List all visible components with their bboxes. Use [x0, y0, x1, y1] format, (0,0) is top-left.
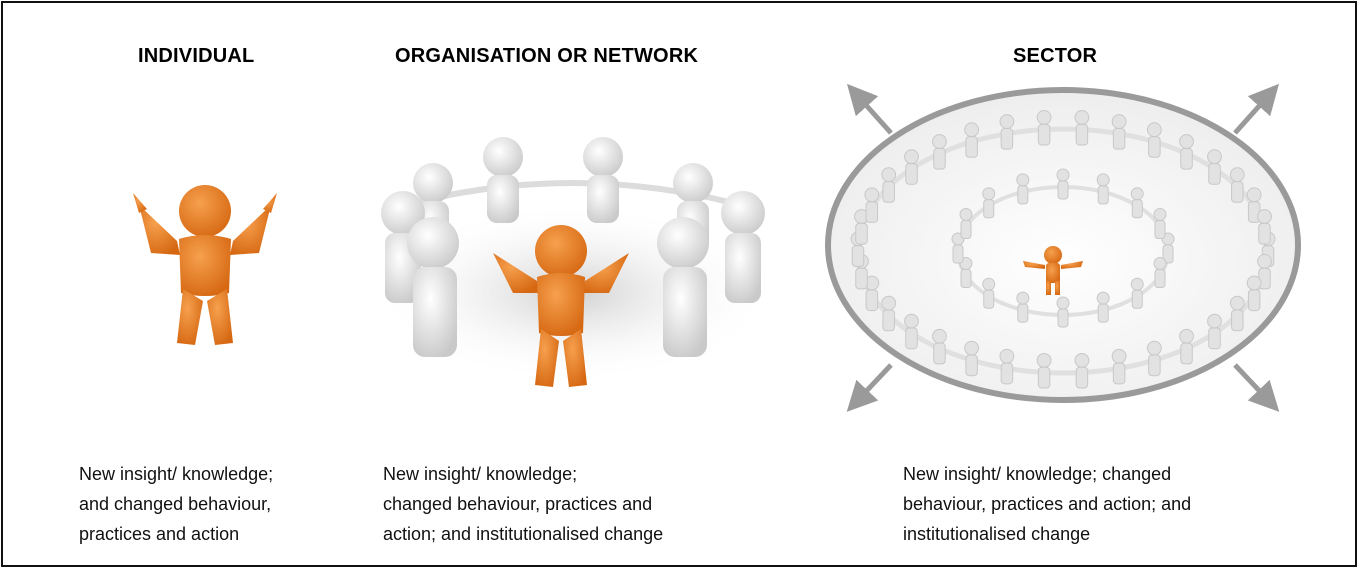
grey-person-icon	[959, 208, 973, 240]
grey-person-icon	[1179, 328, 1194, 365]
description-line: New insight/ knowledge; changed	[903, 464, 1172, 484]
grey-person-icon	[1246, 275, 1262, 312]
grey-person-icon	[1146, 122, 1162, 158]
grey-person-icon	[1036, 352, 1052, 389]
description-line: behaviour, practices and action; and	[903, 494, 1192, 514]
grey-person-icon	[854, 209, 869, 245]
grey-person-icon	[1207, 149, 1222, 185]
description-line: action; and institutionalised change	[383, 524, 664, 544]
description-line: New insight/ knowledge;	[79, 464, 274, 484]
grey-person-icon	[1229, 295, 1245, 332]
grey-person-icon	[1056, 296, 1070, 328]
description-line: New insight/ knowledge;	[383, 464, 578, 484]
grey-person-icon	[1016, 173, 1030, 205]
grey-person-icon	[864, 275, 880, 312]
grey-person-icon	[1096, 173, 1110, 205]
grey-person-icon	[881, 295, 897, 332]
diagonal-arrow-icon	[1233, 363, 1280, 412]
diagonal-arrow-icon	[846, 83, 893, 135]
diagonal-arrow-icon	[1233, 83, 1280, 135]
grey-person-icon	[1016, 291, 1030, 323]
description-line: institutionalised change	[903, 524, 1091, 544]
grey-person-icon	[1153, 256, 1167, 288]
panel-heading: INDIVIDUAL	[138, 45, 255, 67]
grey-person-icon	[1111, 348, 1127, 385]
grey-person-icon	[1207, 313, 1222, 350]
grey-person-icon	[1130, 277, 1144, 309]
panel-heading: ORGANISATION OR NETWORK	[395, 45, 699, 67]
concentric-people-rings-icon	[825, 83, 1301, 412]
grey-person-icon	[904, 313, 919, 350]
grey-person-icon	[1056, 168, 1070, 200]
panel-individual: INDIVIDUAL New insight/ knowledge; and c…	[3, 3, 343, 565]
people-circle-icon	[373, 137, 773, 387]
panel-description: New insight/ knowledge; and changed beha…	[79, 459, 273, 549]
grey-person-icon	[1146, 340, 1162, 377]
description-line: changed behaviour, practices and	[383, 494, 653, 514]
grey-person-icon	[982, 187, 996, 219]
grey-person-icon	[1096, 291, 1110, 323]
grey-person-icon	[904, 149, 919, 185]
panel-description: New insight/ knowledge; changed behaviou…	[383, 459, 663, 549]
panel-description: New insight/ knowledge; changed behaviou…	[903, 459, 1191, 549]
grey-person-icon	[881, 167, 897, 203]
grey-person-icon	[1074, 110, 1090, 146]
grey-person-icon	[1153, 208, 1167, 240]
grey-person-icon	[1111, 114, 1127, 150]
panel-heading: SECTOR	[1013, 45, 1098, 67]
diagonal-arrow-icon	[846, 363, 893, 412]
grey-person-icon	[1074, 352, 1090, 389]
grey-person-icon	[1130, 187, 1144, 219]
grey-person-icon	[1179, 134, 1194, 170]
panel-sector: SECTOR	[813, 3, 1355, 565]
orange-person-icon	[133, 185, 277, 345]
grey-person-icon	[1036, 110, 1052, 146]
grey-person-icon	[951, 232, 965, 264]
description-line: practices and action	[79, 524, 240, 544]
grey-person-icon	[964, 122, 980, 158]
panel-organisation: ORGANISATION OR NETWORK	[343, 3, 813, 565]
grey-person-icon	[964, 340, 980, 377]
grey-person-icon	[932, 328, 947, 365]
description-line: and changed behaviour,	[79, 494, 272, 514]
grey-person-icon	[864, 187, 880, 223]
grey-person-icon	[999, 348, 1015, 385]
grey-person-icon	[999, 114, 1015, 150]
grey-person-icon	[932, 134, 947, 170]
grey-person-icon	[982, 277, 996, 309]
grey-person-icon	[1246, 187, 1262, 223]
grey-person-icon	[1229, 167, 1245, 203]
grey-person-icon	[1257, 209, 1272, 245]
